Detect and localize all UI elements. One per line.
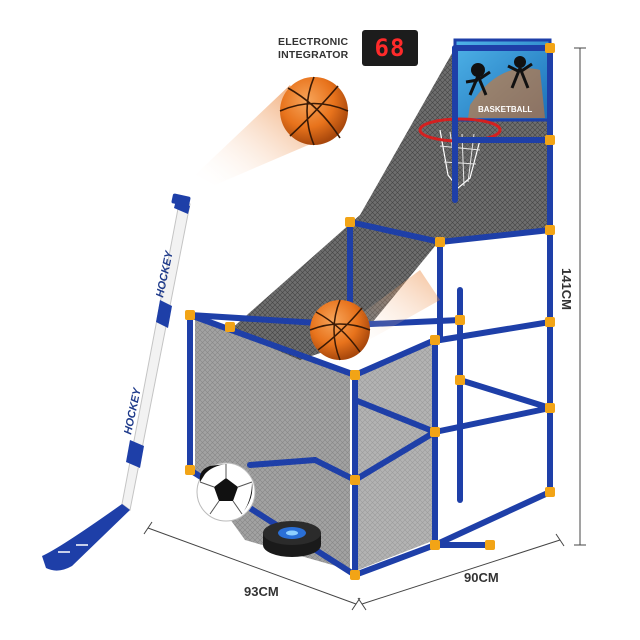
backboard-text: BASKETBALL bbox=[478, 105, 532, 114]
hockey-stick: HOCKEY HOCKEY bbox=[42, 193, 191, 571]
frame bbox=[187, 45, 553, 578]
width-dimension-label: 90CM bbox=[464, 570, 499, 585]
ramp-net bbox=[230, 48, 550, 360]
backboard: BASKETBALL bbox=[453, 38, 552, 122]
hockey-puck bbox=[263, 521, 321, 557]
frame-joints bbox=[185, 43, 555, 580]
height-dimension-label: 141CM bbox=[559, 268, 574, 310]
flying-basketball bbox=[195, 76, 349, 185]
ramp-basketball bbox=[309, 270, 440, 361]
depth-dimension-label: 93CM bbox=[244, 584, 279, 599]
score-value: 68 bbox=[374, 34, 406, 62]
integrator-label-line2: INTEGRATOR bbox=[278, 49, 349, 61]
dimension-lines bbox=[143, 47, 586, 611]
integrator-label-line1: ELECTRONIC bbox=[278, 36, 349, 48]
electronic-integrator-label: ELECTRONIC INTEGRATOR bbox=[278, 36, 348, 62]
soccer-ball bbox=[196, 462, 256, 522]
score-display: 68 bbox=[362, 30, 418, 66]
